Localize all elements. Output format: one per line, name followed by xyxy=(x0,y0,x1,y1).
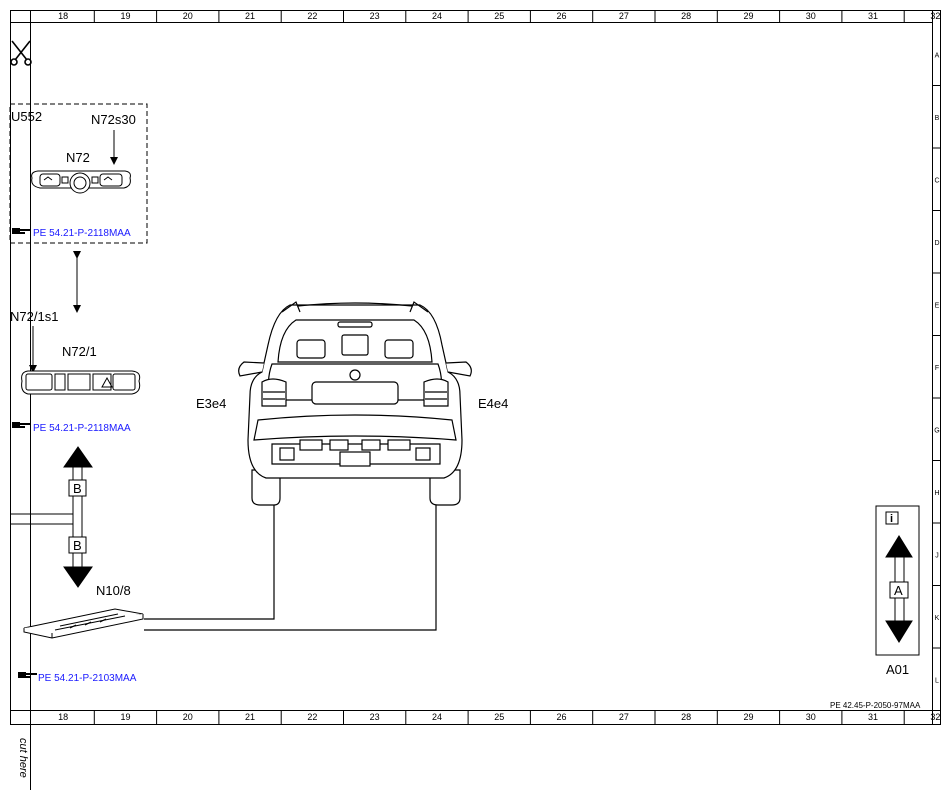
grid-column-label: 18 xyxy=(58,712,68,722)
grid-row-label: B xyxy=(935,115,940,122)
pointing-hand-icon xyxy=(12,422,31,428)
scissors-icon xyxy=(10,40,32,66)
grid-column-label: 28 xyxy=(681,11,691,21)
connector-b-top: B xyxy=(73,481,82,496)
grid-column-label: 32 xyxy=(930,712,940,722)
grid-row-label: K xyxy=(935,615,940,622)
u552-boundary xyxy=(9,103,148,244)
reference-link-3[interactable]: PE 54.21-P-2103MAA xyxy=(38,673,137,684)
grid-column-label: 22 xyxy=(307,712,317,722)
grid-column-ticks-top: 18 19 20 21 22 23 24 25 26 27 28 29 30 31 32 xyxy=(58,11,940,22)
grid-column-label: 24 xyxy=(432,712,442,722)
info-icon xyxy=(885,511,899,525)
grid-column-label: 27 xyxy=(619,712,629,722)
connector-a-box xyxy=(889,581,909,599)
grid-column-label: 21 xyxy=(245,11,255,21)
grid-column-label: 24 xyxy=(432,11,442,21)
cut-here-text: cut here xyxy=(17,738,29,778)
grid-column-label: 30 xyxy=(806,712,816,722)
n72-label: N72 xyxy=(66,150,90,165)
grid-column-label: 28 xyxy=(681,712,691,722)
grid-column-label: 23 xyxy=(370,11,380,21)
n72-switch-module xyxy=(31,170,131,194)
n72-1s1-label: N72/1s1 xyxy=(10,309,58,324)
connector-b-bottom-box xyxy=(68,536,87,554)
grid-column-label: 23 xyxy=(370,712,380,722)
e3e4-label: E3e4 xyxy=(196,396,226,411)
grid-column-ticks-bottom: 18 19 20 21 22 23 24 25 26 27 28 29 30 31 32 xyxy=(58,711,940,724)
grid-column-label: 25 xyxy=(494,712,504,722)
n72-1-switch-module xyxy=(21,370,141,395)
u552-label: U552 xyxy=(11,109,42,124)
connector-a: A xyxy=(894,583,903,598)
n10-8-label: N10/8 xyxy=(96,583,131,598)
info-icon-glyph: i xyxy=(890,513,893,525)
grid-row-label: D xyxy=(934,240,939,247)
grid-column-label: 19 xyxy=(120,712,130,722)
grid-row-label: C xyxy=(934,177,939,184)
n10-8-control-module xyxy=(23,608,144,639)
grid-column-label: 27 xyxy=(619,11,629,21)
grid-column-label: 20 xyxy=(183,712,193,722)
grid-row-ticks: A B C D E F G H J K L xyxy=(932,52,941,711)
can-bus-arrow xyxy=(10,446,93,588)
grid-column-label: 18 xyxy=(58,11,68,21)
grid-column-label: 32 xyxy=(930,11,940,21)
grid-column-label: 25 xyxy=(494,11,504,21)
grid-row-label: A xyxy=(935,52,940,59)
pointing-hand-icon xyxy=(18,672,37,678)
grid-column-label: 31 xyxy=(868,11,878,21)
grid-row-label: F xyxy=(935,365,939,372)
grid-column-label: 29 xyxy=(743,712,753,722)
pointing-hand-icon xyxy=(12,228,31,234)
a01-label: A01 xyxy=(886,662,909,677)
grid-column-label: 30 xyxy=(806,11,816,21)
e4e4-label: E4e4 xyxy=(478,396,508,411)
grid-row-label: J xyxy=(935,552,939,559)
grid-column-label: 26 xyxy=(557,11,567,21)
grid-row-label: E xyxy=(935,302,940,309)
connector-b-top-box xyxy=(68,479,87,497)
document-id: PE 42.45-P-2050-97MAA xyxy=(830,701,921,710)
n72s30-label: N72s30 xyxy=(91,112,136,127)
grid-column-label: 26 xyxy=(557,712,567,722)
reference-link-1[interactable]: PE 54.21-P-2118MAA xyxy=(33,228,131,239)
grid-row-label: H xyxy=(934,490,939,497)
grid-row-label: G xyxy=(934,427,939,434)
connector-b-bottom: B xyxy=(73,538,82,553)
grid-column-label: 22 xyxy=(307,11,317,21)
grid-row-label: L xyxy=(935,677,939,684)
drawing-frame xyxy=(10,10,941,790)
grid-column-label: 21 xyxy=(245,712,255,722)
vehicle-rear-view xyxy=(238,301,472,506)
grid-column-label: 29 xyxy=(743,11,753,21)
grid-column-label: 20 xyxy=(183,11,193,21)
grid-column-label: 19 xyxy=(120,11,130,21)
n72-1-label: N72/1 xyxy=(62,344,97,359)
grid-column-label: 31 xyxy=(868,712,878,722)
reference-link-2[interactable]: PE 54.21-P-2118MAA xyxy=(33,423,131,434)
